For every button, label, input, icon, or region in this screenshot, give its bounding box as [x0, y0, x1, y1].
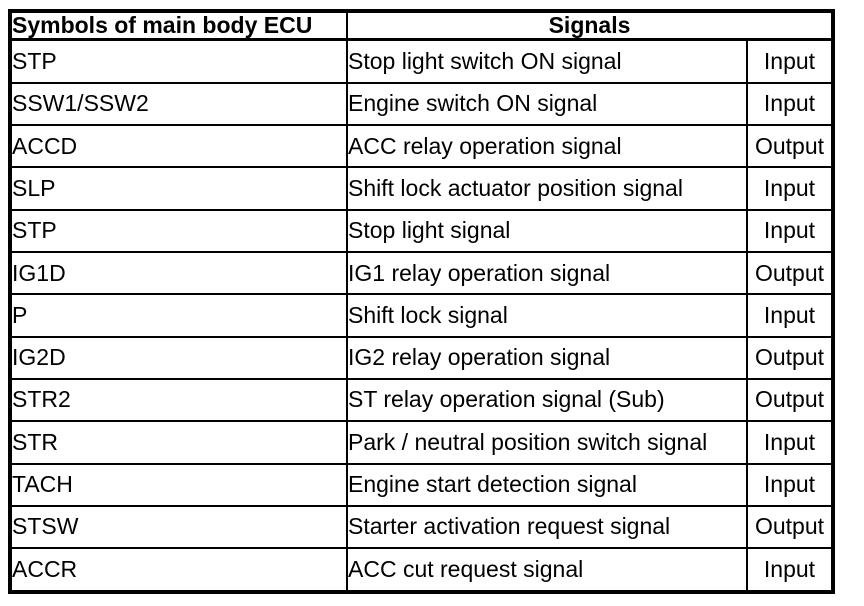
symbol-cell: SLP — [9, 166, 348, 211]
direction-cell: Output — [746, 251, 834, 296]
direction-cell: Input — [746, 81, 834, 127]
symbol-cell: STR2 — [9, 377, 348, 423]
column-header-signals: Signals — [346, 10, 834, 42]
symbol-cell: P — [9, 293, 348, 338]
signal-cell: IG1 relay operation signal — [346, 251, 748, 296]
table-row: SSW1/SSW2 Engine switch ON signal Input — [9, 81, 834, 127]
symbol-cell: TACH — [9, 462, 348, 507]
table-row: STSW Starter activation request signal O… — [9, 504, 834, 550]
table-row: P Shift lock signal Input — [9, 293, 834, 338]
direction-cell: Input — [746, 208, 834, 254]
table-row: IG1D IG1 relay operation signal Output — [9, 251, 834, 296]
table-row: STR2 ST relay operation signal (Sub) Out… — [9, 377, 834, 423]
direction-cell: Input — [746, 462, 834, 507]
signal-cell: Engine start detection signal — [346, 462, 748, 507]
table-row: SLP Shift lock actuator position signal … — [9, 166, 834, 211]
symbol-cell: ACCR — [9, 547, 348, 593]
signal-cell: Shift lock actuator position signal — [346, 166, 748, 211]
symbol-cell: STP — [9, 38, 348, 84]
symbol-cell: SSW1/SSW2 — [9, 81, 348, 127]
direction-cell: Output — [746, 377, 834, 423]
signal-cell: Shift lock signal — [346, 293, 748, 338]
symbol-cell: IG2D — [9, 335, 348, 380]
signal-cell: ACC relay operation signal — [346, 124, 748, 169]
ecu-signal-table-container: Symbols of main body ECU Signals STP Sto… — [8, 9, 835, 594]
signal-cell: ST relay operation signal (Sub) — [346, 377, 748, 423]
direction-cell: Output — [746, 335, 834, 380]
signal-cell: Engine switch ON signal — [346, 81, 748, 127]
table-header: Symbols of main body ECU Signals — [9, 10, 834, 42]
signal-cell: Stop light switch ON signal — [346, 38, 748, 84]
direction-cell: Output — [746, 124, 834, 169]
header-row: Symbols of main body ECU Signals — [9, 10, 834, 42]
table-row: ACCR ACC cut request signal Input — [9, 547, 834, 593]
direction-cell: Input — [746, 166, 834, 211]
symbol-cell: STSW — [9, 504, 348, 550]
table-row: STP Stop light signal Input — [9, 208, 834, 254]
signal-cell: Starter activation request signal — [346, 504, 748, 550]
table-row: STP Stop light switch ON signal Input — [9, 38, 834, 84]
table-row: IG2D IG2 relay operation signal Output — [9, 335, 834, 380]
signal-cell: ACC cut request signal — [346, 547, 748, 593]
signal-cell: Park / neutral position switch signal — [346, 420, 748, 465]
direction-cell: Input — [746, 547, 834, 593]
signal-cell: Stop light signal — [346, 208, 748, 254]
table-row: ACCD ACC relay operation signal Output — [9, 124, 834, 169]
symbol-cell: ACCD — [9, 124, 348, 169]
column-header-symbols: Symbols of main body ECU — [9, 10, 348, 42]
direction-cell: Input — [746, 293, 834, 338]
table-body: STP Stop light switch ON signal Input SS… — [9, 38, 834, 593]
table-row: TACH Engine start detection signal Input — [9, 462, 834, 507]
symbol-cell: STP — [9, 208, 348, 254]
symbol-cell: STR — [9, 420, 348, 465]
symbol-cell: IG1D — [9, 251, 348, 296]
direction-cell: Input — [746, 38, 834, 84]
table-row: STR Park / neutral position switch signa… — [9, 420, 834, 465]
ecu-signal-table: Symbols of main body ECU Signals STP Sto… — [8, 9, 835, 594]
signal-cell: IG2 relay operation signal — [346, 335, 748, 380]
direction-cell: Output — [746, 504, 834, 550]
direction-cell: Input — [746, 420, 834, 465]
